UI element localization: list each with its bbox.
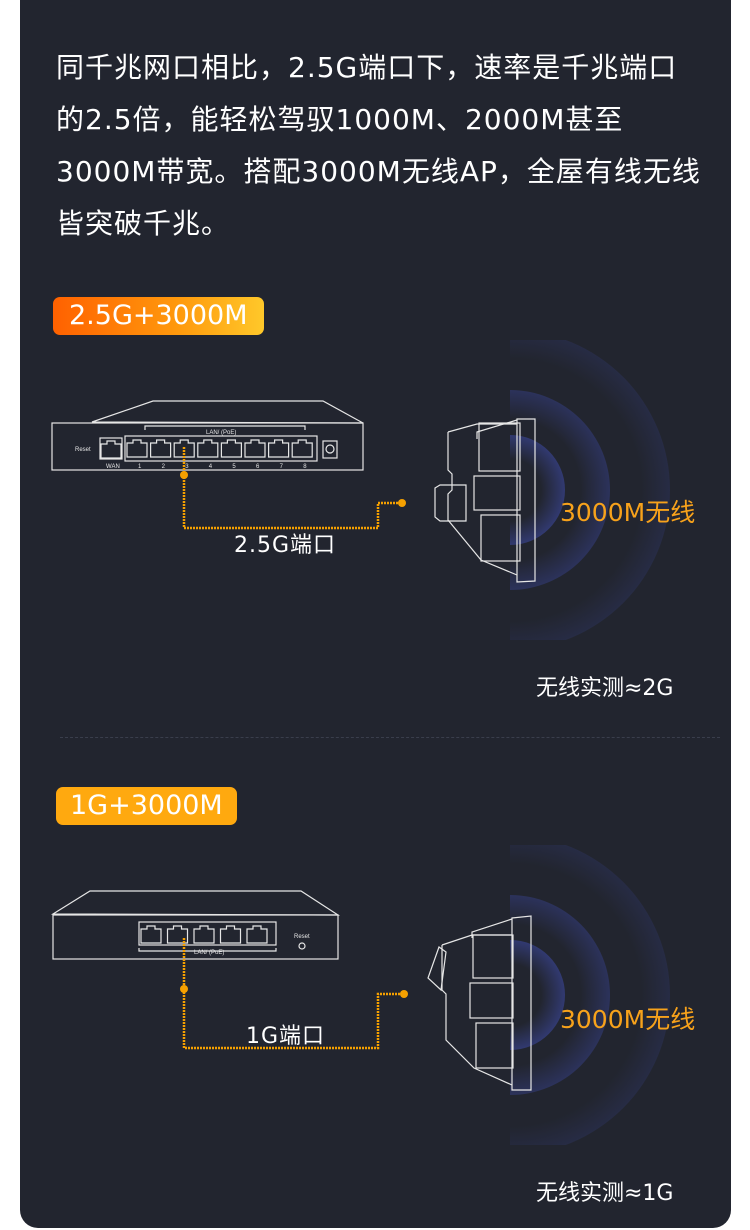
port-label-1g: 1G端口 [246, 1024, 326, 1049]
port-number: 7 [280, 464, 284, 470]
intro-text: 同千兆网口相比，2.5G端口下，速率是千兆端口的2.5倍，能轻松驾驭1000M、… [56, 51, 701, 240]
port-number: 2 [162, 464, 166, 470]
ethernet-port-icon [246, 925, 268, 944]
wifi-waves-1 [510, 340, 731, 640]
lan-label: LAN/ (PoE) [194, 950, 224, 956]
badge-1g: 1G+3000M [56, 787, 237, 825]
ethernet-port-icon [173, 439, 195, 458]
content-card: 同千兆网口相比，2.5G端口下，速率是千兆端口的2.5倍，能轻松驾驭1000M、… [20, 0, 731, 1228]
ethernet-port-icon [193, 925, 215, 944]
switch-5-port-icon [50, 890, 341, 960]
ethernet-port-icon [219, 925, 242, 944]
section-divider [60, 737, 720, 738]
badge-2-5g: 2.5G+3000M [53, 297, 264, 335]
access-point-icon [434, 418, 536, 583]
switch-8-port-icon [51, 400, 364, 471]
wireless-label-2: 3000M无线 [560, 1005, 696, 1034]
diagram-2: Reset LAN/ (PoE) [50, 890, 532, 1091]
port-number: 6 [256, 464, 260, 470]
port-number: 1 [138, 464, 142, 470]
ethernet-port-icon [244, 439, 266, 458]
ethernet-port-icon [150, 439, 172, 458]
port-number: 8 [303, 464, 307, 470]
reset-label: Reset [294, 934, 310, 940]
wireless-label-1: 3000M无线 [560, 498, 696, 527]
ethernet-port-icon [126, 439, 148, 458]
cable-2 [180, 938, 408, 1050]
ethernet-port-icon [197, 439, 219, 458]
wan-label: WAN [106, 464, 120, 470]
wifi-waves-2 [510, 845, 731, 1145]
reset-label: Reset [75, 447, 91, 453]
access-point-icon [427, 915, 532, 1091]
ethernet-port-icon [140, 925, 162, 944]
cable-1 [180, 447, 406, 530]
diagram-1: Reset WAN LAN/ (PoE) 1 2 3 4 5 6 7 8 [51, 400, 536, 583]
ethernet-port-icon [100, 440, 122, 459]
port-number: 3 [185, 464, 189, 470]
port-number: 4 [209, 464, 213, 470]
lan-label: LAN/ (PoE) [206, 430, 236, 436]
ethernet-port-icon [220, 439, 242, 458]
port-number: 5 [232, 464, 236, 470]
ethernet-port-icon [166, 925, 189, 944]
measured-speed-2: 无线实测≈1G [536, 1181, 674, 1206]
ethernet-port-icon [268, 439, 290, 458]
measured-speed-1: 无线实测≈2G [536, 676, 674, 701]
port-label-2-5g: 2.5G端口 [234, 533, 337, 558]
ethernet-port-icon [291, 439, 313, 458]
